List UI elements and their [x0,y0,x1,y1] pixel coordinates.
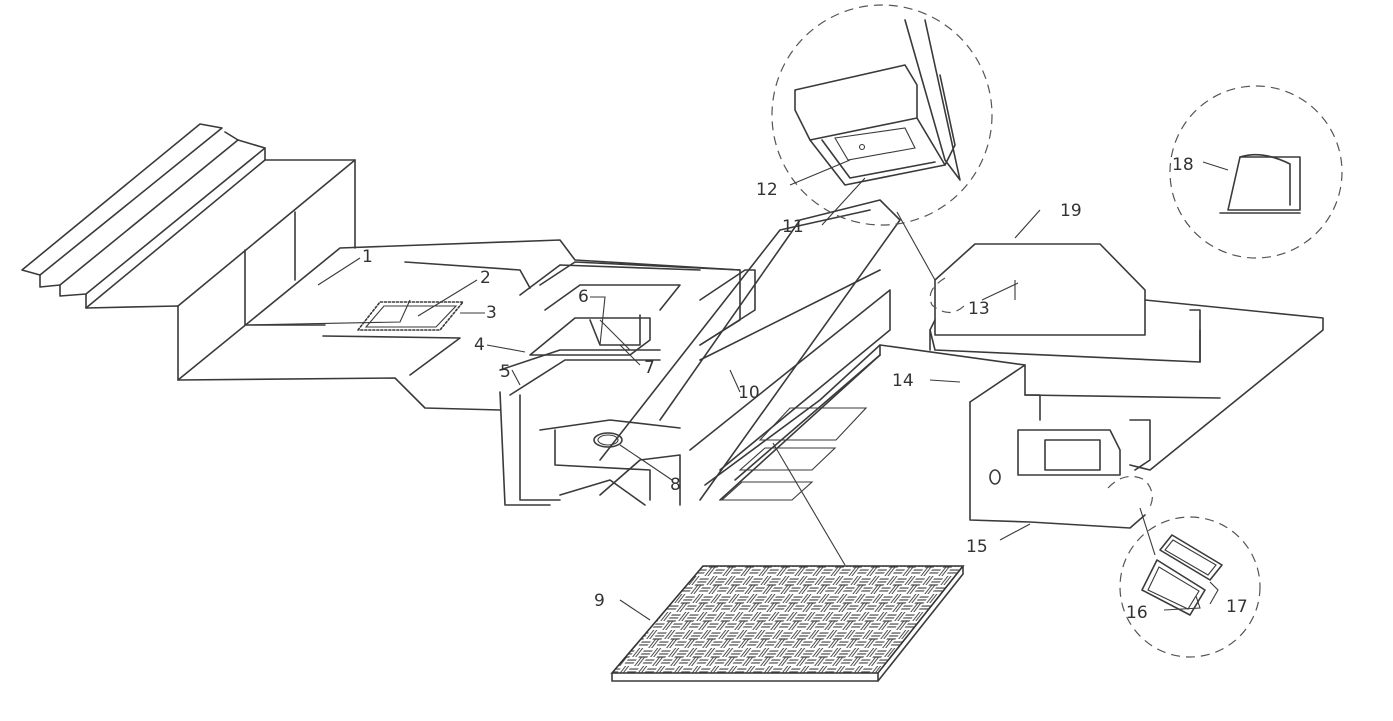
detail-circle-top [771,4,993,226]
floor-hatch-gasket [357,301,464,331]
callout-16: 16 [1126,603,1148,623]
callout-17: 17 [1226,597,1248,617]
callout-10: 10 [738,383,760,403]
callout-labels: 1 2 3 4 5 6 7 8 9 10 11 12 13 14 15 16 1… [362,155,1248,623]
drain-hole [593,432,623,448]
detail-markers [929,277,1153,511]
right-floor-panel [879,243,1324,529]
callout-13: 13 [968,299,990,319]
left-floor-panel [21,123,741,411]
floor-mat [610,565,965,682]
callout-2: 2 [480,268,491,288]
center-tunnel [499,261,756,506]
callout-12: 12 [756,180,778,200]
callout-18: 18 [1172,155,1194,175]
detail-circle-right [1169,85,1343,259]
callout-8: 8 [670,475,681,495]
callout-7: 7 [644,358,655,378]
callout-11: 11 [782,217,804,237]
callout-15: 15 [966,537,988,557]
callout-1: 1 [362,247,373,267]
detail-circle-bottom [1119,516,1261,658]
callout-3: 3 [486,303,497,323]
callout-4: 4 [474,335,485,355]
callout-6: 6 [578,287,589,307]
leader-lines [317,159,1229,621]
callout-19: 19 [1060,201,1082,221]
callout-5: 5 [500,362,511,382]
callout-9: 9 [594,591,605,611]
callout-14: 14 [892,371,914,391]
